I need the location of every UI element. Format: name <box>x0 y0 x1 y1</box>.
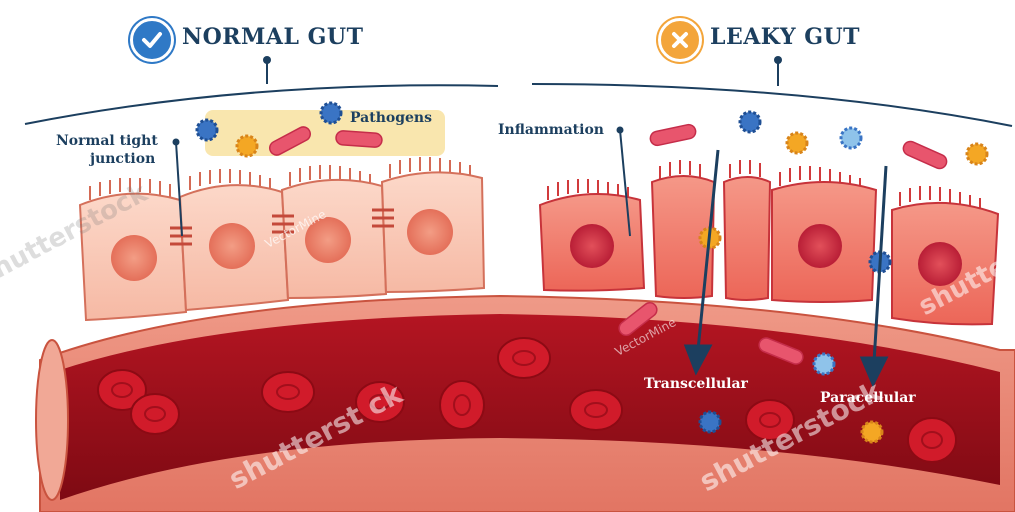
bacteria <box>269 123 948 365</box>
orange-pathogen <box>860 420 884 444</box>
checkmark-icon <box>142 32 162 48</box>
paracellular-label: Paracellular <box>820 390 916 406</box>
normal-gut-title: NORMAL GUT <box>182 24 364 50</box>
blood-vessel-lumen <box>60 314 1000 500</box>
orange-pathogen <box>235 134 259 158</box>
rbc-dimples <box>111 350 943 449</box>
leaky-bracket-line <box>531 83 1013 127</box>
red-blood-cell <box>745 399 795 441</box>
transport-arrows <box>683 149 889 388</box>
leaky-epithelium <box>538 160 1000 326</box>
pathogens-label: Pathogens <box>350 110 432 126</box>
bacterium-rod <box>335 130 383 148</box>
bacterium-rod <box>618 302 658 336</box>
tight-junctions <box>170 208 394 246</box>
bacterium-rod <box>902 140 948 170</box>
red-blood-cell <box>130 393 180 435</box>
cell-nucleus <box>918 242 962 286</box>
leaky-badge <box>658 18 702 62</box>
bacterium-rod <box>649 123 697 147</box>
red-blood-cell <box>97 369 147 411</box>
blue-pathogen <box>738 110 762 134</box>
cell-nucleus <box>570 224 614 268</box>
cell-nucleus <box>209 223 255 269</box>
normal-badge <box>130 18 174 62</box>
cell-nucleus <box>111 235 157 281</box>
light-blue-pathogen <box>839 126 863 150</box>
red-blood-cell <box>907 417 957 463</box>
red-blood-cell <box>355 381 405 423</box>
orange-pathogen <box>965 142 989 166</box>
red-blood-cell <box>261 371 315 413</box>
normal-epithelium <box>78 157 486 322</box>
red-blood-cell <box>497 337 551 379</box>
inflammation-label: Inflammation <box>498 122 604 138</box>
vessel-opening <box>35 339 69 501</box>
red-blood-cell <box>439 380 485 430</box>
tight-junction-label-line2: junction <box>90 151 156 167</box>
cell-nucleus <box>305 217 351 263</box>
cell-nucleus <box>407 209 453 255</box>
paracellular-arrow <box>872 165 888 363</box>
inflamed-cell <box>722 176 772 301</box>
pathogen-particles <box>195 101 989 444</box>
red-blood-cell <box>569 389 623 431</box>
cross-icon <box>672 32 688 48</box>
red-blood-cells <box>97 337 957 463</box>
pathogens-highlight <box>205 110 445 156</box>
normal-bracket-line <box>24 84 499 125</box>
blue-pathogen <box>698 410 722 434</box>
bacterium-rod <box>269 126 311 156</box>
cell-nucleus <box>798 224 842 268</box>
light-blue-pathogen <box>812 352 836 376</box>
transcellular-label: Transcellular <box>644 376 748 392</box>
leaky-gut-title: LEAKY GUT <box>710 24 861 50</box>
blue-pathogen <box>195 118 219 142</box>
microvilli <box>89 157 471 200</box>
orange-pathogen <box>785 131 809 155</box>
blue-pathogen <box>319 101 343 125</box>
bacterium-rod <box>758 337 804 365</box>
transcellular-arrow <box>696 149 720 351</box>
tight-junction-label-line1: Normal tight <box>56 133 158 149</box>
